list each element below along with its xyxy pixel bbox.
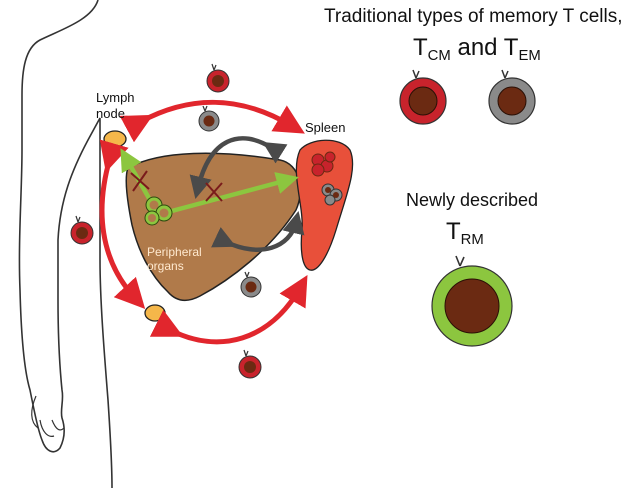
lymph-node-label-line1: Lymph [96, 90, 135, 105]
peripheral-organs-label: Peripheral organs [147, 245, 202, 273]
circulating-tcm-cell-top [206, 63, 230, 93]
gray-arrow-upper [189, 136, 288, 199]
legend-title: Traditional types of memory T cells, [324, 6, 623, 27]
tcm-label-sub: CM [427, 48, 451, 65]
block-cross-right [205, 182, 223, 202]
red-arrow-left [99, 139, 146, 310]
red-arrow-bottom [149, 275, 308, 345]
new-type-title: Newly described [406, 190, 539, 210]
circulating-tcm-cell-left [70, 215, 94, 245]
tem-label-base: T [503, 34, 519, 61]
spleen-cell-cluster-red [311, 151, 336, 177]
circulating-tem-cell-top [198, 105, 220, 132]
red-arrow-top [119, 99, 305, 143]
legend-tcm-cell [399, 69, 447, 125]
tcm-label-base: T [413, 34, 428, 61]
circulating-tem-cell-bottom [240, 271, 262, 298]
legend-trm-cell [431, 255, 513, 347]
trm-label-base: T [446, 218, 461, 245]
legend-tem-cell [488, 69, 536, 125]
tem-label-sub: EM [518, 48, 541, 65]
trm-label: TRM [446, 218, 484, 249]
gray-arrow-lower [211, 211, 305, 252]
legend-cell-types: TCM and TEM [413, 34, 541, 65]
trm-cell-cluster [144, 196, 173, 226]
peripheral-organs-line2: organs [147, 259, 184, 273]
block-cross-left [130, 170, 150, 192]
circulating-tcm-cell-bottom [238, 349, 262, 379]
peripheral-organs-line1: Peripheral [147, 245, 202, 259]
hand-outline [31, 395, 65, 437]
and-text: and [450, 34, 504, 61]
lymph-node-lower [144, 304, 166, 322]
body-outline [18, 0, 113, 489]
lymph-node-label-line2: node [96, 106, 125, 121]
spleen-label: Spleen [305, 120, 346, 135]
green-arrow-right [167, 172, 299, 215]
trm-label-sub: RM [460, 232, 484, 249]
liver-shape [125, 152, 302, 302]
lymph-node-upper [103, 130, 127, 148]
lymph-node-label: Lymph node [96, 90, 135, 122]
spleen-cell-cluster-gray [321, 183, 343, 206]
